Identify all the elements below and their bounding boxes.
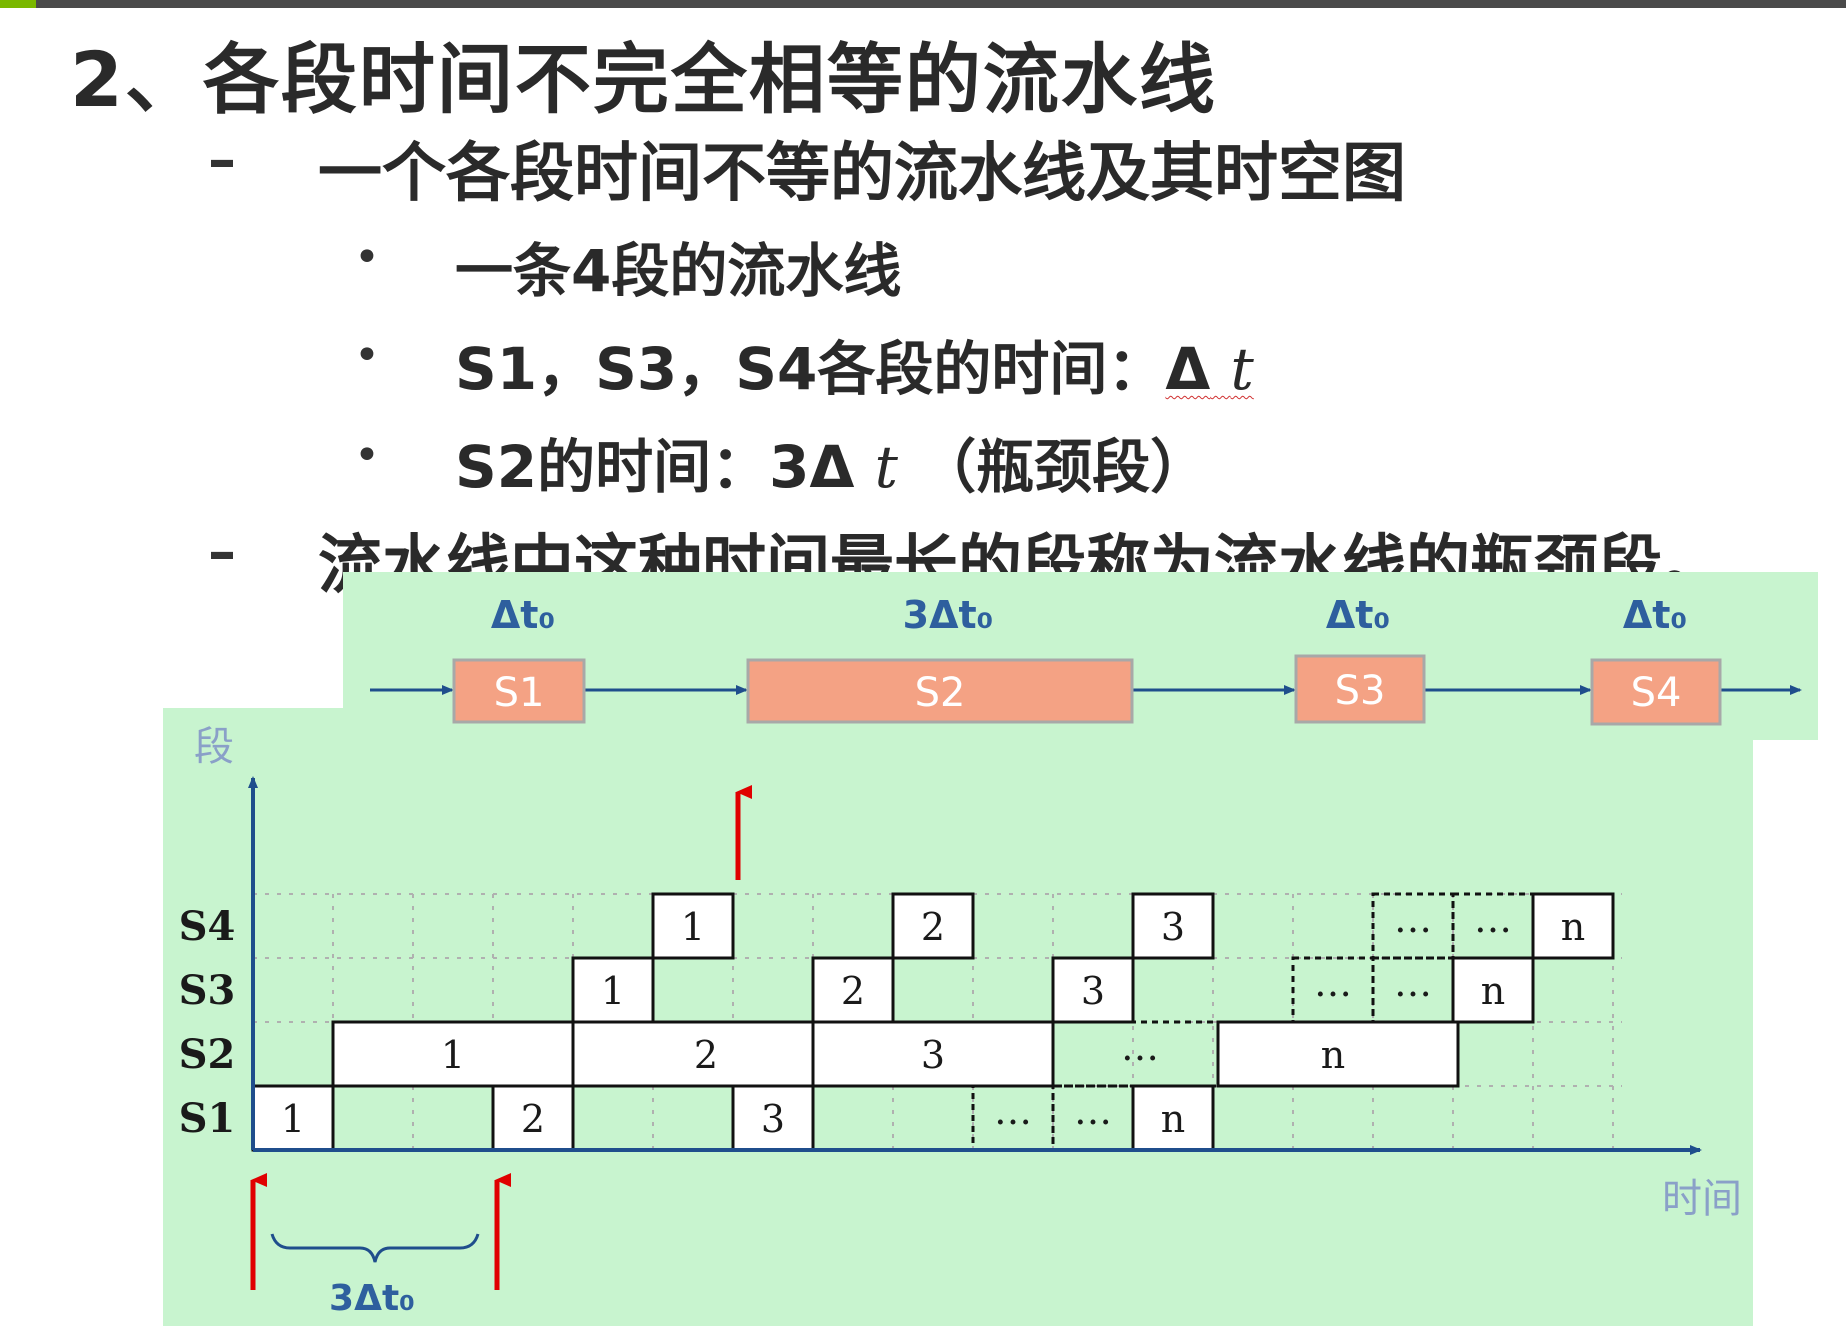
- cell-s2-3-label: 3: [921, 1033, 945, 1077]
- subpoint-2-text: S1，S3，S4各段的时间：: [455, 335, 1166, 403]
- top-bar-accent: [0, 0, 36, 8]
- stage-label-s2: S2: [915, 670, 966, 716]
- dash-marker-2: –: [208, 520, 236, 585]
- cell-s1-ellipsis-2-label: …: [1074, 1089, 1112, 1133]
- row-label-s3: S3: [179, 967, 236, 1014]
- cell-s2-1-label: 1: [441, 1033, 465, 1077]
- stage-time-label-s3: Δt₀: [1326, 593, 1390, 637]
- t-symbol: t: [874, 433, 898, 501]
- row-s2-cells: 1 2 3 … n: [331, 1020, 1460, 1088]
- stage-time-label-s2: 3Δt₀: [903, 593, 994, 637]
- cell-s4-3-label: 3: [1161, 905, 1185, 949]
- subpoint-3: S2的时间：3Δ t （瓶颈段）: [455, 420, 1208, 504]
- cell-s2-n: [1216, 1020, 1460, 1088]
- slide-heading: 2、各段时间不完全相等的流水线: [70, 35, 1217, 124]
- stage-label-s1: S1: [494, 670, 545, 716]
- cell-s2-ellipsis-label: …: [1121, 1025, 1159, 1069]
- stage-box-s1: [452, 658, 586, 724]
- cell-s1-n-label: n: [1161, 1097, 1185, 1141]
- cell-s4-n-label: n: [1561, 905, 1585, 949]
- row-s3-cells: 1 2 3 … … n: [571, 956, 1535, 1024]
- bullet-marker-3: •: [354, 430, 380, 481]
- interval-label: 3Δt₀: [329, 1278, 415, 1319]
- cell-s4-1: [651, 892, 735, 960]
- row-label-s1: S1: [179, 1095, 236, 1142]
- cell-s4-ellipsis-2-label: …: [1474, 897, 1512, 941]
- bottleneck-note: （瓶颈段）: [918, 433, 1209, 501]
- dash-marker-1: –: [208, 128, 236, 193]
- stage-time-label-s1: Δt₀: [491, 593, 555, 637]
- delta-symbol: Δ: [1165, 335, 1211, 403]
- delta-symbol: Δ: [809, 433, 855, 501]
- cell-s2-n-label: n: [1321, 1033, 1345, 1077]
- bullet-marker-2: •: [354, 330, 380, 381]
- delta-t-term: Δ t: [1165, 335, 1253, 403]
- cell-s4-2: [891, 892, 975, 960]
- cell-s3-3: [1051, 956, 1135, 1024]
- stage-label-s3: S3: [1335, 668, 1386, 714]
- row-label-s2: S2: [179, 1031, 236, 1078]
- cell-s3-2-label: 2: [841, 969, 865, 1013]
- t-symbol: t: [1230, 335, 1254, 403]
- cell-s1-1-label: 1: [281, 1097, 305, 1141]
- stage-box-s4: [1590, 658, 1722, 726]
- x-axis-label: 时间: [1662, 1176, 1742, 1222]
- cell-s3-1-label: 1: [601, 969, 625, 1013]
- cell-s4-ellipsis-1-label: …: [1394, 897, 1432, 941]
- cell-s4-1-label: 1: [681, 905, 705, 949]
- stage-box-s2: [746, 658, 1134, 724]
- cell-s3-n: [1451, 956, 1535, 1024]
- y-axis-label: 段: [194, 724, 234, 770]
- stage-label-s4: S4: [1631, 670, 1682, 716]
- cell-s1-ellipsis-1-label: …: [994, 1089, 1032, 1133]
- cell-s3-ellipsis-1-label: …: [1314, 961, 1352, 1005]
- cell-s3-1: [571, 956, 655, 1024]
- cell-s4-n: [1531, 892, 1615, 960]
- subpoint-1: 一条4段的流水线: [455, 237, 902, 305]
- cell-s3-n-label: n: [1481, 969, 1505, 1013]
- cell-s3-2: [811, 956, 895, 1024]
- row-label-s4: S4: [179, 903, 236, 950]
- cell-s3-ellipsis-2-label: …: [1394, 961, 1432, 1005]
- subpoint-3-text: S2的时间：3: [455, 433, 810, 501]
- cell-s4-2-label: 2: [921, 905, 945, 949]
- point-1: 一个各段时间不等的流水线及其时空图: [318, 137, 1406, 211]
- cell-s1-2-label: 2: [521, 1097, 545, 1141]
- cell-s3-3-label: 3: [1081, 969, 1105, 1013]
- row-s1-cells: 1 2 3 … … n: [251, 1084, 1215, 1152]
- cell-s1-n: [1131, 1084, 1215, 1152]
- bullet-marker-1: •: [354, 232, 380, 283]
- interval-brace: [270, 1233, 480, 1263]
- cell-s2-2-label: 2: [694, 1033, 718, 1077]
- row-s4-cells: 1 2 3 … … n: [651, 892, 1615, 960]
- cell-s1-3: [731, 1084, 815, 1152]
- cell-s2-3: [811, 1020, 1055, 1088]
- stage-time-label-s4: Δt₀: [1623, 593, 1687, 637]
- subpoint-2: S1，S3，S4各段的时间：Δ t: [455, 322, 1254, 406]
- top-bar: [0, 0, 1846, 8]
- cell-s4-3: [1131, 892, 1215, 960]
- stage-box-s3: [1294, 654, 1426, 724]
- cell-s1-3-label: 3: [761, 1097, 785, 1141]
